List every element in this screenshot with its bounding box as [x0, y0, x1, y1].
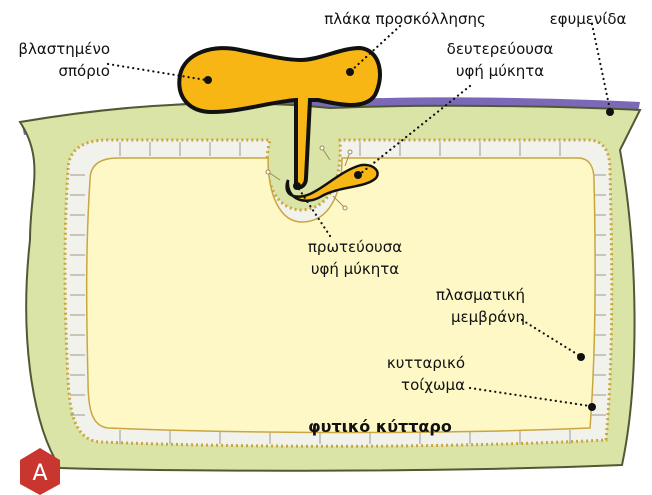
dot-secondary-hypha	[354, 171, 362, 179]
panel-badge-letter: A	[32, 461, 47, 486]
label-appressorium: πλάκα προσκόλλησης	[324, 10, 486, 28]
dot-cell-wall	[588, 403, 596, 411]
label-plasma-membrane-1: πλασματική	[436, 286, 525, 304]
label-cuticle: εφυμενίδα	[550, 10, 627, 28]
leader-cuticle	[592, 24, 610, 110]
label-primary-hypha-1: πρωτεύουσα	[308, 238, 402, 256]
label-germinated-spore-1: βλαστημένο	[18, 40, 110, 58]
label-secondary-hypha-1: δευτερεύουσα	[447, 40, 554, 58]
label-secondary-hypha-2: υφή μύκητα	[456, 62, 544, 80]
label-plant-cell: φυτικό κύτταρο	[308, 417, 452, 436]
label-primary-hypha-2: υφή μύκητα	[311, 260, 399, 278]
dot-germinated-spore	[204, 76, 212, 84]
label-plasma-membrane-2: μεμβράνη	[451, 308, 525, 326]
label-cell-wall-2: τοίχωμα	[401, 376, 465, 394]
dot-cuticle	[606, 108, 614, 116]
dot-primary-hypha	[293, 182, 301, 190]
label-germinated-spore-2: σπόριο	[59, 62, 111, 80]
dot-plasma-membrane	[577, 353, 585, 361]
dot-appressorium	[346, 68, 354, 76]
label-cell-wall-1: κυτταρικό	[387, 354, 465, 372]
